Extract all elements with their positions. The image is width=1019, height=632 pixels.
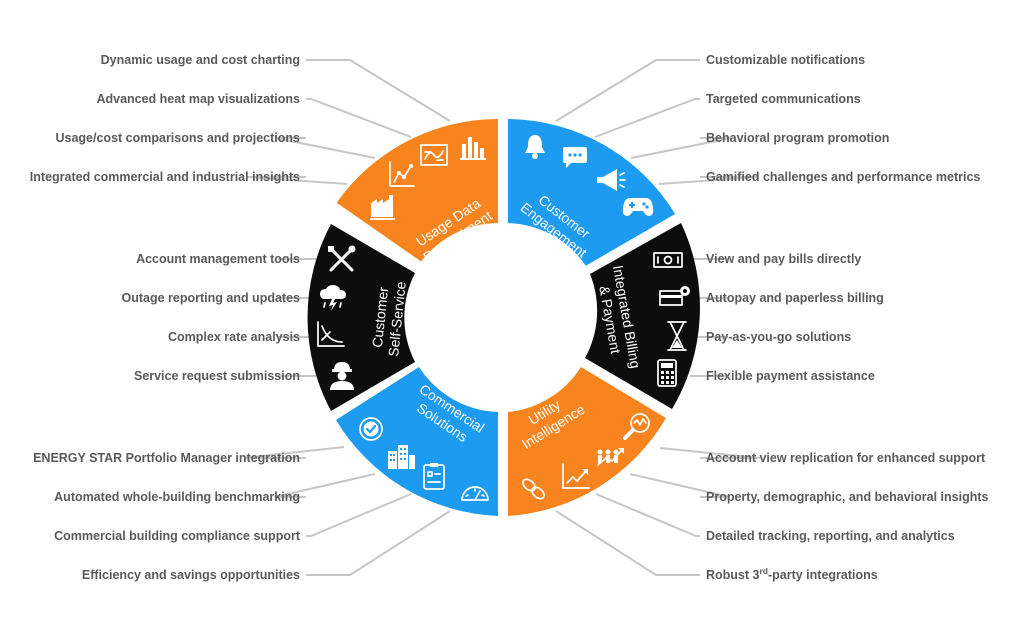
left-label-11: Commercial building compliance support [54,529,301,543]
line-chart-icon [389,161,415,187]
svg-text:Customer: Customer [369,286,391,348]
left-leader-1 [306,59,451,122]
segment-integrated-billing [585,223,700,409]
bill-icon [653,252,683,268]
right-label-4: Gamified challenges and performance metr… [706,170,980,184]
clipboard-icon [423,463,445,490]
segment-utility-intelligence [508,367,666,516]
segment-usage-data [336,119,498,262]
right-label-11: Detailed tracking, reporting, and analyt… [706,529,955,543]
right-leader-1 [555,59,700,122]
left-labels: Dynamic usage and cost chartingAdvanced … [30,53,301,582]
megaphone-icon [597,169,626,191]
heat-map-icon [420,144,448,166]
right-leader-10 [629,473,731,498]
svg-text:Self-Service: Self-Service [385,280,409,357]
chat-icon [563,147,587,168]
right-leader-11 [595,493,700,537]
right-leader-9 [659,447,761,459]
right-label-1: Customizable notifications [706,53,865,67]
right-leader-3 [630,137,732,159]
right-label-10: Property, demographic, and behavioral in… [706,490,989,504]
storm-cloud-icon [320,285,346,311]
right-label-5: View and pay bills directly [706,252,861,266]
hourglass-icon [667,321,687,351]
right-leader-12 [555,510,700,576]
leader-lines [243,59,761,576]
left-label-10: Automated whole-building benchmarking [54,490,300,504]
worker-icon [330,362,354,390]
segment-commercial-solutions [336,367,498,516]
left-label-7: Complex rate analysis [168,330,300,344]
left-leader-12 [306,510,451,576]
right-label-12: Robust 3rd-party integrations [706,566,878,582]
left-label-12: Efficiency and savings opportunities [82,568,300,582]
right-label-3: Behavioral program promotion [706,131,889,145]
left-label-1: Dynamic usage and cost charting [101,53,300,67]
buildings-icon [388,445,415,469]
rate-chart-icon [317,321,345,347]
customer-self-service-title: Customer Self-Service [369,280,409,357]
left-leader-4 [246,176,348,185]
gauge-icon [461,486,489,501]
left-label-2: Advanced heat map visualizations [96,92,300,106]
right-label-9: Account view replication for enhanced su… [706,451,986,465]
trend-chart-icon [562,463,590,489]
gamepad-icon [622,198,654,216]
link-icon [522,478,545,500]
left-label-6: Outage reporting and updates [122,291,301,305]
bell-icon [525,135,545,159]
right-leader-2 [594,98,700,138]
right-label-2: Targeted communications [706,92,861,106]
left-leader-11 [306,493,412,537]
checkmark-badge-icon [359,417,383,441]
segment-customer-self-service [307,224,415,411]
right-label-7: Pay-as-you-go solutions [706,330,851,344]
magnifier-icon [623,413,650,440]
left-leader-2 [306,98,412,138]
left-leader-5 [278,258,317,260]
bar-chart-icon [460,137,486,160]
calculator-icon [657,359,677,387]
left-label-3: Usage/cost comparisons and projections [55,131,300,145]
left-leader-9 [243,446,345,459]
left-label-9: ENERGY STAR Portfolio Manager integratio… [33,451,300,465]
segment-customer-engagement [508,119,676,266]
factory-icon [370,195,395,220]
right-label-8: Flexible payment assistance [706,369,875,383]
left-label-8: Service request submission [134,369,300,383]
left-leader-3 [274,137,376,159]
right-label-6: Autopay and paperless billing [706,291,884,305]
left-leader-10 [274,473,376,498]
left-label-5: Account management tools [136,252,300,266]
card-gear-icon [659,286,690,306]
people-growth-icon [597,448,624,466]
right-leader-4 [658,176,760,185]
tools-icon [328,245,356,272]
left-label-4: Integrated commercial and industrial ins… [30,170,300,184]
